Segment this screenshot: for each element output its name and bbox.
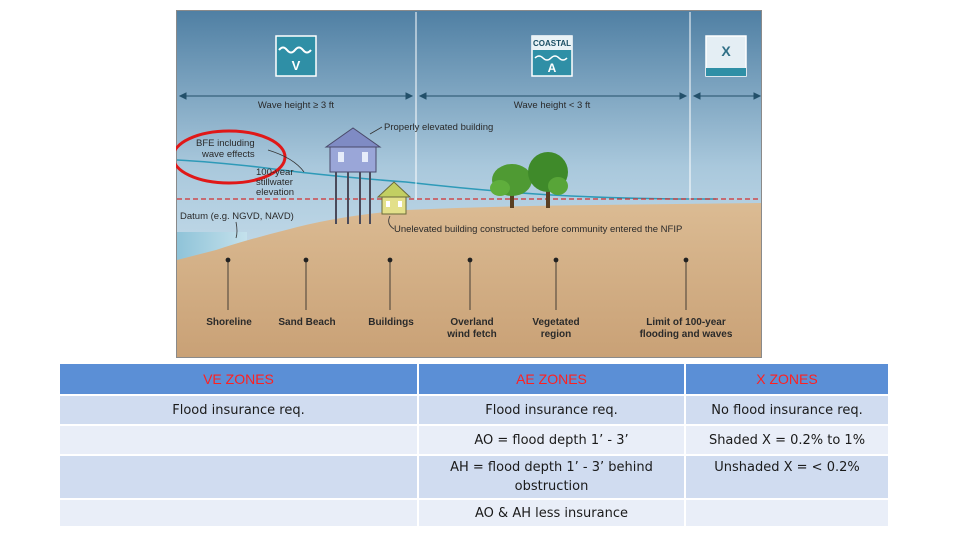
zone-coastal-a-icon: COASTAL A	[532, 36, 572, 76]
table-cell: Flood insurance req.	[419, 396, 684, 424]
table-cell: AO = flood depth 1’ - 3’	[419, 426, 684, 454]
wave-label-v: Wave height ≥ 3 ft	[258, 100, 335, 111]
table-cell: AO & AH less insurance	[419, 500, 684, 526]
unelevated-building-label: Unelevated building constructed before c…	[394, 224, 682, 235]
header-ae-zones: AE ZONES	[419, 364, 684, 394]
table-row: AH = flood depth 1’ - 3’ behind obstruct…	[60, 456, 888, 498]
marker-label-limit-line2: flooding and waves	[640, 329, 733, 340]
header-ve-zones: VE ZONES	[60, 364, 417, 394]
marker-label-vegetated-line1: Vegetated	[532, 317, 579, 328]
table-cell: Shaded X = 0.2% to 1%	[686, 426, 888, 454]
table-cell: AH = flood depth 1’ - 3’ behind obstruct…	[419, 456, 684, 498]
table-cell	[686, 500, 888, 526]
zone-x-icon: X	[706, 36, 746, 76]
marker-label-limit-line1: Limit of 100-year	[646, 317, 726, 328]
table-cell	[60, 500, 417, 526]
table-row: AO & AH less insurance	[60, 500, 888, 526]
bfe-label-line2: wave effects	[201, 149, 255, 160]
floodplain-zone-diagram: V COASTAL A X Wave height ≥ 3 ft Wave he…	[176, 10, 762, 358]
table-cell: No flood insurance req.	[686, 396, 888, 424]
wave-label-a: Wave height < 3 ft	[514, 100, 591, 111]
zone-v-icon: V	[276, 36, 316, 76]
elevated-building-label: Properly elevated building	[384, 122, 493, 133]
table-cell: Unshaded X = < 0.2%	[686, 456, 888, 498]
svg-text:V: V	[292, 58, 301, 73]
marker-label-sand-beach: Sand Beach	[278, 317, 335, 328]
marker-label-overland-line1: Overland	[450, 317, 493, 328]
svg-text:X: X	[721, 43, 731, 59]
marker-label-vegetated-line2: region	[541, 329, 572, 340]
bfe-label-line1: BFE including	[196, 138, 255, 149]
marker-label-buildings: Buildings	[368, 317, 414, 328]
table-header-row: VE ZONES AE ZONES X ZONES	[60, 364, 888, 394]
svg-text:A: A	[548, 61, 557, 75]
table-cell: Flood insurance req.	[60, 396, 417, 424]
flood-zones-table: VE ZONES AE ZONES X ZONES Flood insuranc…	[58, 362, 890, 528]
table-row: Flood insurance req. Flood insurance req…	[60, 396, 888, 424]
stillwater-label-line3: elevation	[256, 187, 294, 198]
datum-label: Datum (e.g. NGVD, NAVD)	[180, 211, 294, 222]
table-cell	[60, 426, 417, 454]
marker-label-shoreline: Shoreline	[206, 317, 252, 328]
table-cell	[60, 456, 417, 498]
table-row: AO = flood depth 1’ - 3’ Shaded X = 0.2%…	[60, 426, 888, 454]
header-x-zones: X ZONES	[686, 364, 888, 394]
svg-text:COASTAL: COASTAL	[533, 39, 571, 48]
marker-label-overland-line2: wind fetch	[446, 329, 496, 340]
